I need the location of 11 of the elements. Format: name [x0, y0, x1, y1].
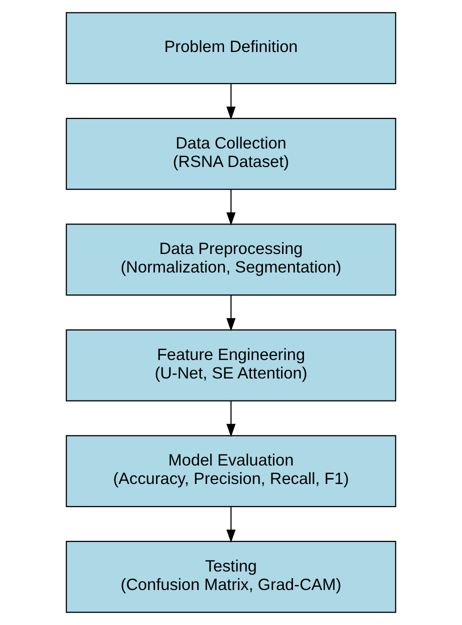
arrow: [226, 189, 236, 226]
node-box: Feature Engineering (U-Net, SE Attention): [66, 329, 396, 402]
node-box: Testing (Confusion Matrix, Grad-CAM): [66, 540, 396, 613]
arrow: [226, 400, 236, 438]
arrow: [226, 506, 236, 543]
arrow: [226, 295, 236, 332]
node-box: Data Collection (RSNA Dataset): [66, 118, 396, 190]
node-box: Data Preprocessing (Normalization, Segmentation): [66, 224, 396, 296]
node-box: Problem Definition: [66, 12, 396, 84]
arrow: [226, 84, 236, 120]
node-box: Model Evaluation (Accuracy, Precision, Recall, F1): [66, 435, 396, 508]
